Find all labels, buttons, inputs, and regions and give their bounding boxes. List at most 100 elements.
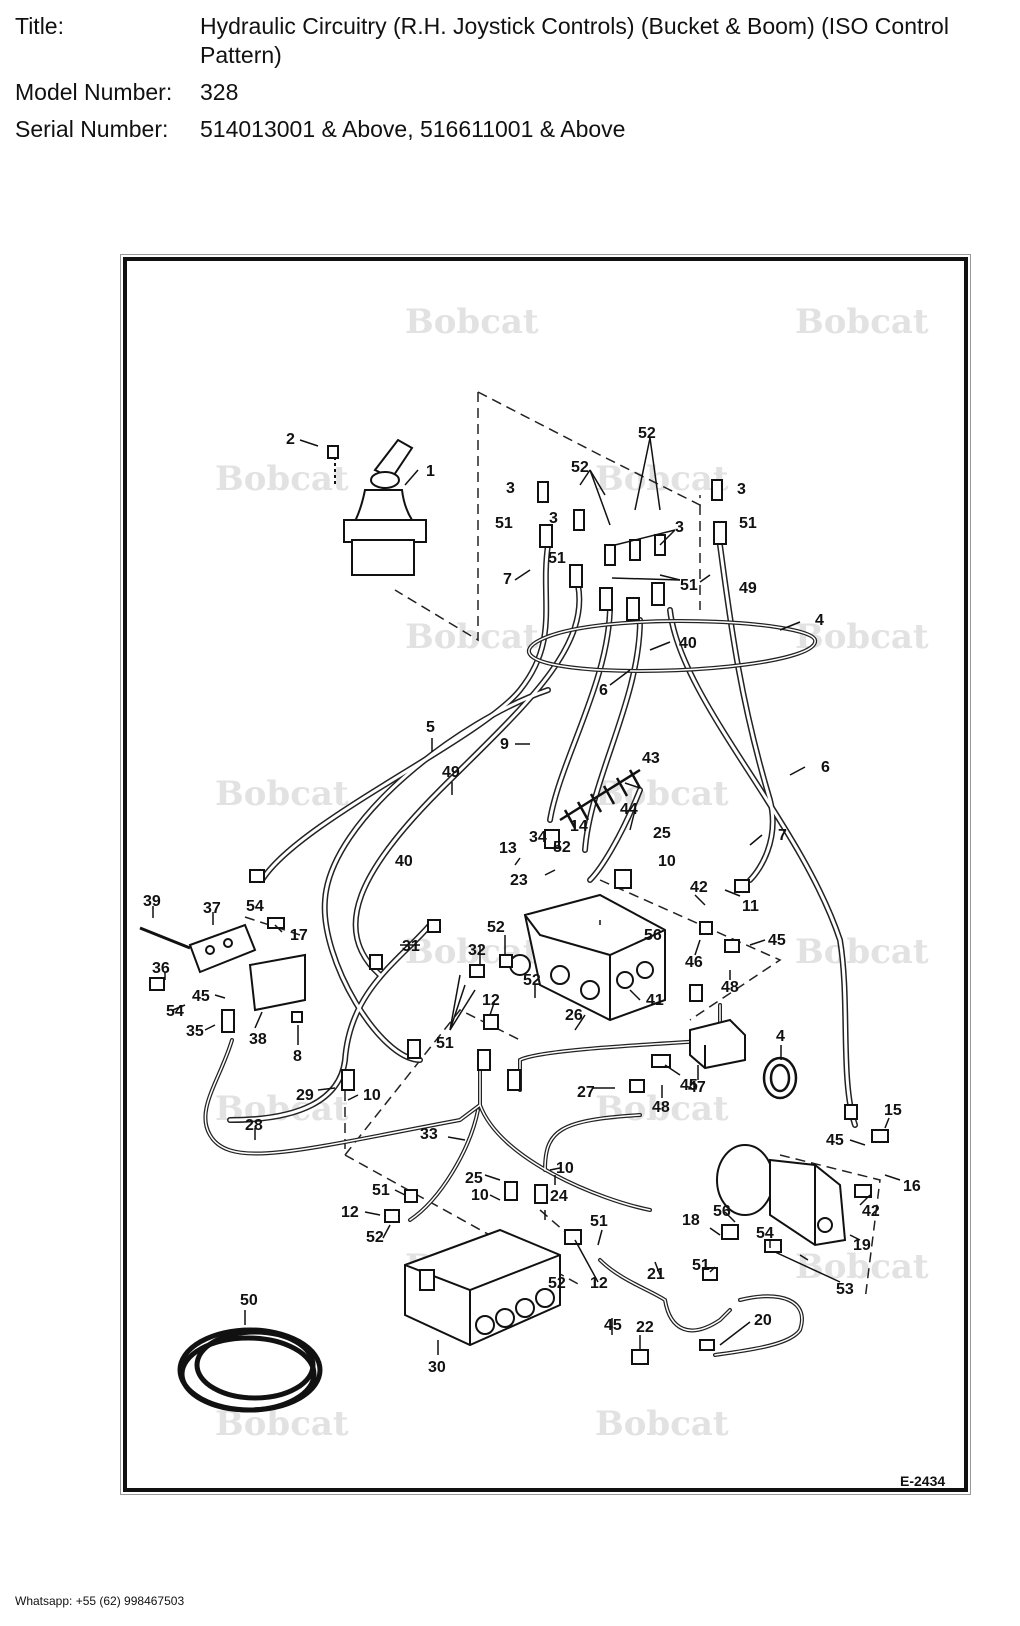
callout-label: 52 bbox=[571, 459, 589, 476]
model-value: 328 bbox=[200, 79, 239, 105]
callout-label: 52 bbox=[548, 1275, 566, 1292]
callout-label: 54 bbox=[166, 1003, 184, 1020]
callout-label: 52 bbox=[487, 919, 505, 936]
callout-label: 10 bbox=[556, 1160, 574, 1177]
callout-label: 32 bbox=[468, 942, 486, 959]
callout-label: 29 bbox=[296, 1087, 314, 1104]
callout-label: 50 bbox=[240, 1292, 258, 1309]
callout-label: 53 bbox=[836, 1281, 854, 1298]
callout-label: 45 bbox=[768, 932, 786, 949]
callout-label: 51 bbox=[495, 515, 513, 532]
callout-label: 51 bbox=[548, 550, 566, 567]
hose-inner bbox=[228, 543, 857, 1127]
callout-label: 52 bbox=[553, 839, 571, 856]
callout-label: 12 bbox=[341, 1204, 359, 1221]
callout-label: 21 bbox=[647, 1266, 665, 1283]
callout-labels: 1 2 3 3 3 3 4 4 5 6 6 7 7 8 9 10 10 10 1… bbox=[143, 425, 921, 1376]
callout-label: 38 bbox=[249, 1031, 267, 1048]
title-row: Title: Hydraulic Circuitry (R.H. Joystic… bbox=[15, 12, 1005, 70]
watermark: Bobcat bbox=[595, 774, 729, 814]
callout-label: 42 bbox=[862, 1203, 880, 1220]
callout-label: 44 bbox=[620, 801, 638, 818]
watermark: Bobcat bbox=[795, 932, 929, 972]
control-valve-30 bbox=[404, 1228, 561, 1347]
watermark: Bobcat bbox=[795, 1247, 929, 1287]
callout-label: 18 bbox=[682, 1212, 700, 1229]
callout-label: 2 bbox=[286, 431, 295, 448]
model-label: Model Number: bbox=[15, 79, 173, 105]
callout-label: 23 bbox=[510, 872, 528, 889]
watermark-layer: Bobcat Bobcat Bobcat Bobcat Bobcat Bobca… bbox=[215, 302, 929, 1444]
callout-label: 25 bbox=[653, 825, 671, 842]
metadata-table: Title: Hydraulic Circuitry (R.H. Joystic… bbox=[15, 12, 1005, 152]
callout-label: 51 bbox=[590, 1213, 608, 1230]
callout-label: 10 bbox=[658, 853, 676, 870]
callout-label: 24 bbox=[550, 1188, 568, 1205]
callout-label: 10 bbox=[363, 1087, 381, 1104]
footer-contact: Whatsapp: +55 (62) 998467503 bbox=[15, 1594, 185, 1608]
callout-label: 1 bbox=[426, 463, 435, 480]
drawing-id: E-2434 bbox=[900, 1473, 946, 1489]
callout-label: 10 bbox=[471, 1187, 489, 1204]
callout-label: 49 bbox=[739, 580, 757, 597]
joystick-control bbox=[327, 438, 427, 576]
callout-label: 22 bbox=[636, 1319, 654, 1336]
callout-label: 8 bbox=[293, 1048, 302, 1065]
callout-label: 45 bbox=[826, 1132, 844, 1149]
control-valve-41 bbox=[509, 893, 666, 1022]
callout-label: 28 bbox=[245, 1117, 263, 1134]
callout-label: 47 bbox=[688, 1079, 706, 1096]
callout-label: 52 bbox=[523, 972, 541, 989]
callout-label: 4 bbox=[815, 612, 824, 629]
callout-label: 30 bbox=[428, 1359, 446, 1376]
callout-label: 25 bbox=[465, 1170, 483, 1187]
callout-label: 40 bbox=[395, 853, 413, 870]
callout-label: 20 bbox=[754, 1312, 772, 1329]
callout-label: 12 bbox=[590, 1275, 608, 1292]
callout-label: 34 bbox=[529, 829, 547, 846]
callout-label: 3 bbox=[549, 510, 558, 527]
title-value: Hydraulic Circuitry (R.H. Joystick Contr… bbox=[200, 13, 949, 68]
watermark: Bobcat bbox=[215, 459, 349, 499]
callout-label: 6 bbox=[821, 759, 830, 776]
hose-clamp-4 bbox=[762, 1056, 798, 1100]
callout-label: 40 bbox=[679, 635, 697, 652]
callout-label: 6 bbox=[599, 682, 608, 699]
watermark: Bobcat bbox=[215, 774, 349, 814]
callout-label: 45 bbox=[192, 988, 210, 1005]
callout-label: 16 bbox=[903, 1178, 921, 1195]
watermark: Bobcat bbox=[405, 617, 539, 657]
callout-label: 27 bbox=[577, 1084, 595, 1101]
callout-label: 7 bbox=[778, 827, 787, 844]
callout-label: 56 bbox=[644, 927, 662, 944]
callout-label: 37 bbox=[203, 900, 221, 917]
callout-label: 14 bbox=[570, 818, 588, 835]
serial-value: 514013001 & Above, 516611001 & Above bbox=[200, 116, 626, 142]
callout-label: 9 bbox=[500, 736, 509, 753]
callout-label: 51 bbox=[436, 1035, 454, 1052]
callout-label: 3 bbox=[737, 481, 746, 498]
callout-label: 46 bbox=[685, 954, 703, 971]
callout-label: 3 bbox=[675, 519, 684, 536]
accumulator bbox=[716, 1144, 847, 1247]
callout-label: 19 bbox=[853, 1237, 871, 1254]
callout-label: 7 bbox=[503, 571, 512, 588]
callout-label: 3 bbox=[506, 480, 515, 497]
callout-label: 52 bbox=[366, 1229, 384, 1246]
solenoid-47 bbox=[689, 1018, 746, 1070]
serial-label: Serial Number: bbox=[15, 116, 169, 142]
watermark: Bobcat bbox=[405, 302, 539, 342]
watermark: Bobcat bbox=[795, 617, 929, 657]
title-label: Title: bbox=[15, 13, 64, 39]
callout-label: 13 bbox=[499, 840, 517, 857]
callout-label: 48 bbox=[721, 979, 739, 996]
callout-label: 41 bbox=[646, 992, 664, 1009]
callout-label: 15 bbox=[884, 1102, 902, 1119]
callout-label: 36 bbox=[152, 960, 170, 977]
callout-label: 35 bbox=[186, 1023, 204, 1040]
callout-label: 4 bbox=[776, 1028, 785, 1045]
diagram-outer-border bbox=[120, 254, 971, 1495]
callout-label: 11 bbox=[742, 898, 759, 915]
leader-lines bbox=[152, 437, 901, 1355]
callout-label: 54 bbox=[246, 898, 264, 915]
